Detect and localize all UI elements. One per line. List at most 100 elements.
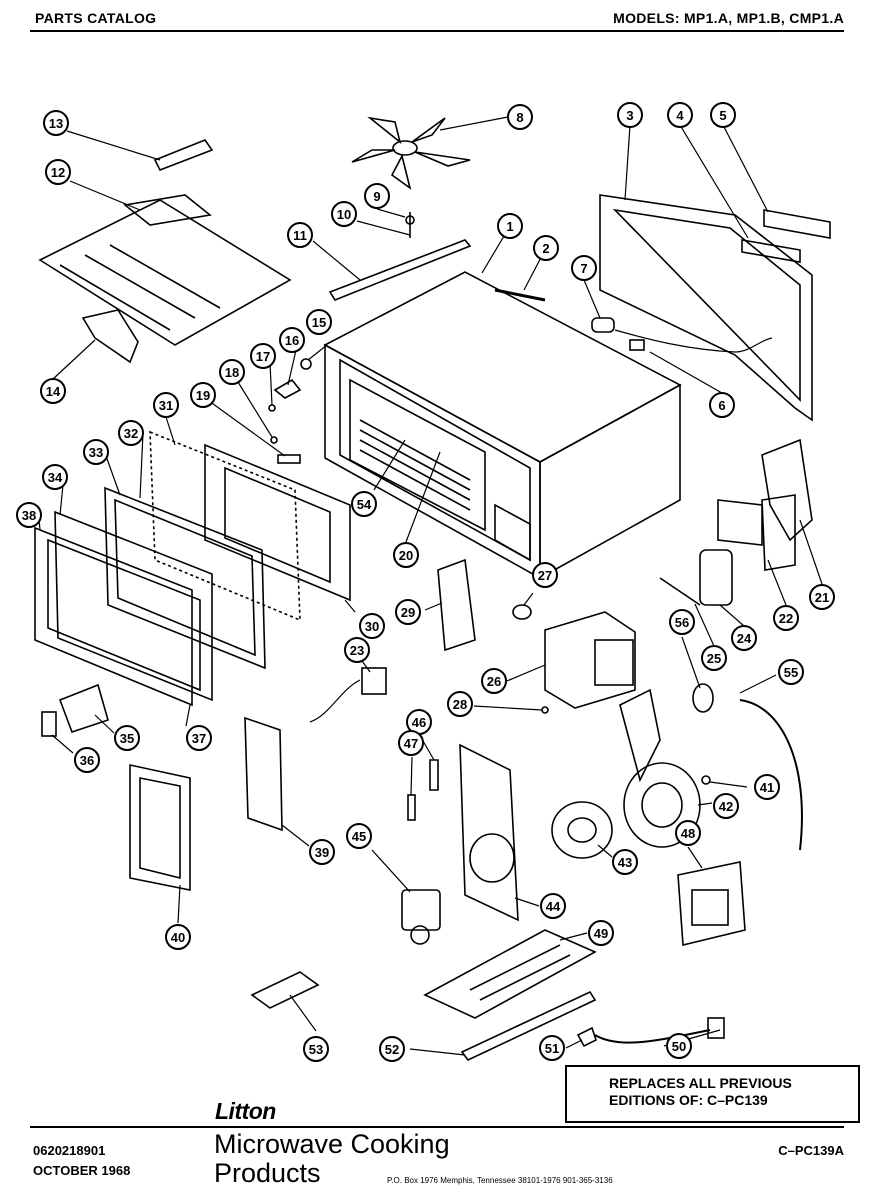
callout-circle — [588, 920, 614, 946]
callout-4: 4 — [667, 102, 693, 128]
callout-circle — [309, 839, 335, 865]
header-rule — [30, 30, 844, 32]
fan-blade-part — [351, 116, 471, 190]
callout-13: 13 — [43, 110, 69, 136]
callout-circle — [778, 659, 804, 685]
callout-circle — [42, 464, 68, 490]
callout-32: 32 — [118, 420, 144, 446]
callout-number: 40 — [171, 930, 185, 945]
callout-circle — [713, 793, 739, 819]
callout-number: 18 — [225, 365, 239, 380]
callout-number: 20 — [399, 548, 413, 563]
callout-number: 13 — [49, 116, 63, 131]
callout-55: 55 — [778, 659, 804, 685]
callout-number: 46 — [412, 715, 426, 730]
control-board-part — [437, 558, 476, 652]
callout-circle — [710, 102, 736, 128]
transformer-part — [677, 861, 746, 946]
callout-number: 23 — [350, 643, 364, 658]
control-frame-part — [129, 764, 191, 891]
callout-circle — [666, 1033, 692, 1059]
thermal-cord-part — [739, 699, 803, 851]
gasket-part — [512, 604, 532, 620]
callout-number: 6 — [718, 398, 725, 413]
callout-41: 41 — [754, 774, 780, 800]
callout-5: 5 — [710, 102, 736, 128]
callout-23: 23 — [344, 637, 370, 663]
callout-circle — [165, 924, 191, 950]
callout-26: 26 — [481, 668, 507, 694]
callout-18: 18 — [219, 359, 245, 385]
callout-53: 53 — [303, 1036, 329, 1062]
magnetron-part — [544, 611, 636, 709]
callout-circle — [497, 213, 523, 239]
callout-circle — [303, 1036, 329, 1062]
insulation-panel-part — [244, 716, 283, 832]
back-panel-part — [599, 194, 813, 422]
callout-45: 45 — [346, 823, 372, 849]
callout-circle — [532, 562, 558, 588]
callout-number: 48 — [681, 826, 695, 841]
callout-number: 38 — [22, 508, 36, 523]
callout-circle — [74, 747, 100, 773]
callout-circle — [43, 110, 69, 136]
callout-circle — [675, 820, 701, 846]
strip-part — [494, 288, 546, 302]
filter-part — [250, 971, 320, 1009]
callout-circle — [507, 104, 533, 130]
callout-28: 28 — [447, 691, 473, 717]
callout-circle — [153, 392, 179, 418]
callout-circle — [540, 893, 566, 919]
callout-circle — [709, 392, 735, 418]
callout-2: 2 — [533, 235, 559, 261]
callout-44: 44 — [540, 893, 566, 919]
callout-circle — [190, 382, 216, 408]
callout-circle — [359, 613, 385, 639]
callout-circle — [701, 645, 727, 671]
callout-10: 10 — [331, 201, 357, 227]
stirrer-motor-part — [401, 889, 441, 945]
replaces-line-1: REPLACES ALL PREVIOUS — [609, 1075, 792, 1091]
callout-circle — [379, 1036, 405, 1062]
callout-circle — [667, 102, 693, 128]
callout-number: 16 — [285, 333, 299, 348]
callout-number: 30 — [365, 619, 379, 634]
callout-number: 10 — [337, 207, 351, 222]
callout-circle — [219, 359, 245, 385]
callout-number: 50 — [672, 1039, 686, 1054]
callout-number: 52 — [385, 1042, 399, 1057]
callout-circle — [40, 378, 66, 404]
division-line-1: Microwave Cooking — [214, 1129, 450, 1159]
callout-number: 3 — [626, 108, 633, 123]
callout-circle — [398, 730, 424, 756]
callout-number: 34 — [48, 470, 63, 485]
callout-56: 56 — [669, 609, 695, 635]
wedge-part — [153, 139, 214, 172]
callout-number: 8 — [516, 110, 523, 125]
callout-7: 7 — [571, 255, 597, 281]
callout-number: 9 — [373, 189, 380, 204]
callout-circle — [351, 491, 377, 517]
callout-number: 29 — [401, 605, 415, 620]
callout-1: 1 — [497, 213, 523, 239]
capacitor-part — [699, 549, 733, 606]
division-line-2: Products — [214, 1158, 321, 1188]
callout-21: 21 — [809, 584, 835, 610]
callout-number: 53 — [309, 1042, 323, 1057]
callout-circle — [331, 201, 357, 227]
callout-37: 37 — [186, 725, 212, 751]
callout-number: 22 — [779, 611, 793, 626]
power-cord-part — [594, 1029, 711, 1044]
callout-24: 24 — [731, 625, 757, 651]
callout-16: 16 — [279, 327, 305, 353]
door-glass-part — [204, 443, 351, 602]
callout-17: 17 — [250, 343, 276, 369]
callout-47: 47 — [398, 730, 424, 756]
callout-number: 39 — [315, 845, 329, 860]
callout-number: 55 — [784, 665, 798, 680]
door-panel-part — [34, 526, 193, 707]
callout-number: 27 — [538, 568, 552, 583]
callout-9: 9 — [364, 183, 390, 209]
callout-number: 56 — [675, 615, 689, 630]
callout-48: 48 — [675, 820, 701, 846]
